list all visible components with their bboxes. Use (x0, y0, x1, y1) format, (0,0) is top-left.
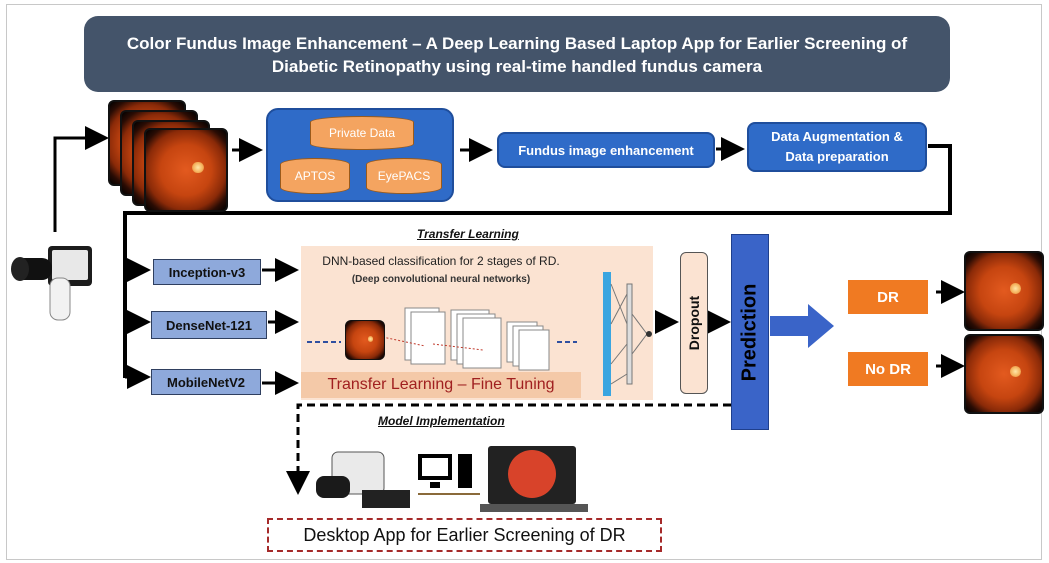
diagram-title: Color Fundus Image Enhancement – A Deep … (84, 16, 950, 92)
cnn-architecture-icon (307, 307, 577, 371)
dr-fundus-image (964, 251, 1044, 331)
model-densenet: DenseNet-121 (151, 311, 267, 339)
handheld-fundus-camera-icon (11, 246, 92, 321)
datasets-container: Private Data APTOS EyePACS (266, 108, 454, 202)
title-line-1: Color Fundus Image Enhancement – A Deep … (126, 34, 908, 53)
eyepacs-cylinder: EyePACS (366, 158, 442, 194)
dr-output-label: DR (848, 280, 928, 314)
no-dr-output-label: No DR (848, 352, 928, 386)
prediction-block: Prediction (731, 234, 769, 430)
title-line-2: Diabetic Retinopathy using real-time han… (271, 57, 763, 76)
private-data-cylinder: Private Data (310, 116, 414, 150)
camera-to-images-arrow (53, 126, 109, 232)
no-dr-fundus-image (964, 334, 1044, 414)
transfer-learning-heading: Transfer Learning (417, 227, 519, 241)
desktop-app-label: Desktop App for Earlier Screening of DR (267, 518, 662, 552)
fine-tuning-label: Transfer Learning – Fine Tuning (301, 372, 581, 398)
prediction-output-arrow (770, 304, 834, 348)
enhancement-box: Fundus image enhancement (497, 132, 715, 168)
dnn-title: DNN-based classification for 2 stages of… (322, 254, 560, 268)
model-implementation-heading: Model Implementation (378, 414, 505, 428)
dropout-label: Dropout (686, 295, 702, 351)
model-mobilenet: MobileNetV2 (151, 369, 261, 395)
augmentation-box: Data Augmentation & Data preparation (747, 122, 927, 172)
implementation-dashed-line (286, 403, 731, 495)
augmentation-line-2: Data preparation (785, 149, 889, 164)
dnn-subtitle: (Deep convolutional neural networks) (351, 274, 531, 285)
transfer-learning-panel: DNN-based classification for 2 stages of… (301, 246, 653, 400)
model-inception: Inception-v3 (153, 259, 261, 285)
augment-return-line (123, 144, 952, 378)
augmentation-line-1: Data Augmentation & (771, 129, 903, 144)
implementation-devices-icon (316, 446, 588, 512)
dense-layers-icon (603, 272, 652, 396)
fundus-image-stack-4 (144, 128, 228, 212)
aptos-cylinder: APTOS (280, 158, 350, 194)
cnn-input-fundus (345, 320, 385, 360)
dropout-layer: Dropout (680, 252, 708, 394)
prediction-label: Prediction (738, 283, 761, 381)
